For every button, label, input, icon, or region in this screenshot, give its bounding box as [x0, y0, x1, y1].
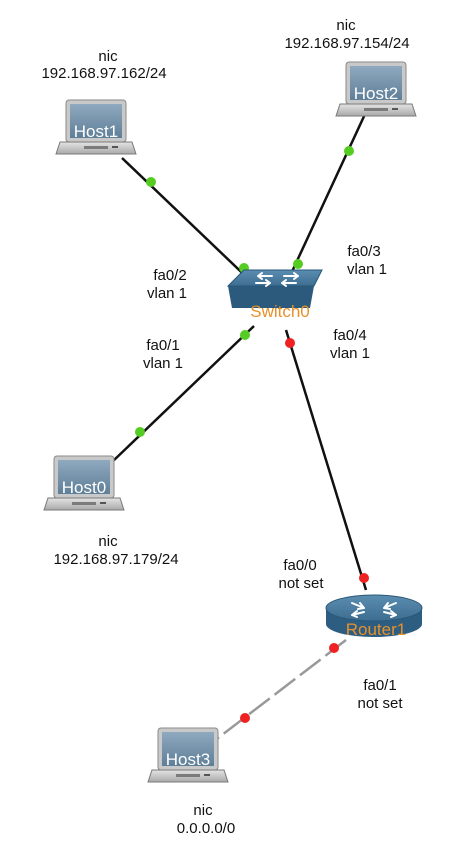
switch-port-fa0-2: fa0/2 — [153, 267, 186, 284]
router-port-fa0-1: fa0/1 — [363, 677, 396, 694]
port-up-indicator — [146, 177, 156, 187]
host1-iface: nic — [98, 48, 118, 65]
switch-port-fa0-3-vlan: vlan 1 — [347, 261, 387, 278]
switch-port-fa0-3: fa0/3 — [347, 243, 380, 260]
links — [111, 111, 368, 739]
host1-device[interactable]: Host1 — [55, 99, 137, 155]
host0-iface: nic — [98, 533, 118, 550]
port-down-indicator — [240, 713, 250, 723]
host0-name: Host0 — [62, 478, 106, 497]
port-down-indicator — [359, 573, 369, 583]
router-port-fa0-1-status: not set — [357, 695, 403, 712]
host1-name: Host1 — [74, 122, 118, 141]
router-port-fa0-0-status: not set — [278, 575, 324, 592]
switch-port-fa0-2-vlan: vlan 1 — [147, 285, 187, 302]
router-icon — [325, 594, 423, 637]
port-up-indicator — [135, 427, 145, 437]
switch-icon — [226, 269, 323, 308]
port-up-indicator — [344, 146, 354, 156]
router1-name: Router1 — [346, 620, 406, 639]
host2-ip: 192.168.97.154/24 — [284, 35, 409, 52]
host1-ip: 192.168.97.162/24 — [41, 65, 166, 82]
host0-ip: 192.168.97.179/24 — [53, 551, 178, 568]
host2-device[interactable]: Host2 — [335, 61, 417, 117]
host3-iface: nic — [193, 802, 213, 819]
router-port-fa0-0: fa0/0 — [283, 557, 316, 574]
switch0-device[interactable]: Switch0 — [226, 269, 323, 321]
link-host0-switch0[interactable] — [111, 325, 255, 463]
port-up-indicator — [240, 330, 250, 340]
switch-port-fa0-1-vlan: vlan 1 — [143, 355, 183, 372]
switch-port-fa0-4: fa0/4 — [333, 327, 366, 344]
host3-ip: 0.0.0.0/0 — [177, 820, 235, 837]
host2-name: Host2 — [354, 84, 398, 103]
router1-device[interactable]: Router1 — [325, 594, 423, 639]
switch0-name: Switch0 — [250, 302, 310, 321]
host2-iface: nic — [336, 17, 356, 34]
host3-device[interactable]: Host3 — [147, 727, 229, 783]
host3-name: Host3 — [166, 750, 210, 769]
link-host1-switch0[interactable] — [121, 157, 259, 289]
link-switch0-router1[interactable] — [284, 329, 368, 591]
port-down-indicator — [285, 338, 295, 348]
link-host2-switch0[interactable] — [288, 111, 368, 277]
switch-port-fa0-4-vlan: vlan 1 — [330, 345, 370, 362]
link-router1-host3[interactable] — [217, 639, 347, 739]
port-down-indicator — [329, 643, 339, 653]
host0-device[interactable]: Host0 — [43, 455, 125, 511]
port-up-indicator — [293, 259, 303, 269]
port-indicators — [135, 146, 369, 723]
switch-port-fa0-1: fa0/1 — [146, 337, 179, 354]
